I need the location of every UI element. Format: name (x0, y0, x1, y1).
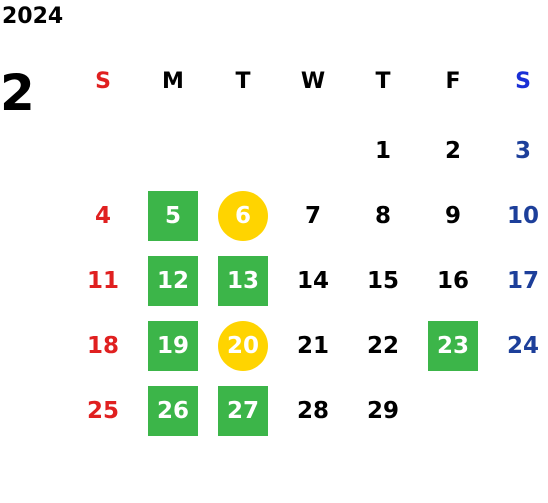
week-row: 1 2 3 (68, 126, 548, 176)
day-cell[interactable]: 14 (278, 256, 348, 306)
day-number: 28 (296, 398, 329, 424)
day-number: 8 (374, 203, 391, 229)
weekday-wednesday: W (300, 68, 326, 94)
day-number: 17 (506, 268, 539, 294)
day-number: 29 (366, 398, 399, 424)
day-number: 11 (86, 268, 119, 294)
day-number: 1 (374, 138, 391, 164)
day-number: 2 (444, 138, 461, 164)
day-cell[interactable]: 2 (418, 126, 488, 176)
day-number: 6 (234, 203, 251, 229)
day-number: 25 (86, 398, 119, 424)
day-cell[interactable]: 24 (488, 321, 548, 371)
day-number: 3 (514, 138, 531, 164)
green-square-marker (148, 321, 198, 371)
week-row: 18 19 20 21 22 23 24 (68, 321, 548, 371)
day-number: 4 (94, 203, 111, 229)
day-number: 26 (156, 398, 189, 424)
day-cell[interactable]: 20 (208, 321, 278, 371)
day-number: 23 (436, 333, 469, 359)
green-square-marker (218, 256, 268, 306)
weekday-friday: F (445, 68, 461, 94)
green-square-marker (218, 386, 268, 436)
day-cell (418, 386, 488, 436)
day-cell[interactable]: 18 (68, 321, 138, 371)
day-cell[interactable]: 27 (208, 386, 278, 436)
weekday-tuesday: T (235, 68, 251, 94)
day-number: 12 (156, 268, 189, 294)
day-number: 14 (296, 268, 329, 294)
day-cell (278, 126, 348, 176)
day-number: 20 (226, 333, 259, 359)
weekday-header-row: S M T W T F S (68, 56, 548, 106)
weekday-sunday: S (95, 68, 111, 94)
day-cell[interactable]: 13 (208, 256, 278, 306)
day-cell[interactable]: 23 (418, 321, 488, 371)
day-cell[interactable]: 22 (348, 321, 418, 371)
day-number: 22 (366, 333, 399, 359)
day-cell[interactable]: 26 (138, 386, 208, 436)
day-number: 16 (436, 268, 469, 294)
day-cell (488, 386, 548, 436)
green-square-marker (148, 386, 198, 436)
week-row: 4 5 6 7 8 9 10 (68, 191, 548, 241)
day-cell[interactable]: 29 (348, 386, 418, 436)
day-number: 24 (506, 333, 539, 359)
day-cell[interactable]: 25 (68, 386, 138, 436)
day-number: 10 (506, 203, 539, 229)
day-cell[interactable]: 16 (418, 256, 488, 306)
day-cell (68, 126, 138, 176)
day-cell[interactable]: 11 (68, 256, 138, 306)
day-number: 9 (444, 203, 461, 229)
day-cell[interactable]: 15 (348, 256, 418, 306)
green-square-marker (148, 256, 198, 306)
day-cell[interactable]: 1 (348, 126, 418, 176)
day-cell[interactable]: 8 (348, 191, 418, 241)
day-cell[interactable]: 17 (488, 256, 548, 306)
day-cell[interactable]: 9 (418, 191, 488, 241)
weekday-monday: M (162, 68, 184, 94)
month-label: 2 (0, 64, 35, 122)
yellow-circle-marker (218, 321, 268, 371)
weekday-thursday: T (375, 68, 391, 94)
day-cell[interactable]: 28 (278, 386, 348, 436)
day-number: 27 (226, 398, 259, 424)
day-number: 7 (304, 203, 321, 229)
day-cell[interactable]: 12 (138, 256, 208, 306)
week-row: 11 12 13 14 15 16 17 (68, 256, 548, 306)
yellow-circle-marker (218, 191, 268, 241)
day-cell[interactable]: 6 (208, 191, 278, 241)
day-cell[interactable]: 10 (488, 191, 548, 241)
day-number: 19 (156, 333, 189, 359)
day-cell[interactable]: 4 (68, 191, 138, 241)
day-cell[interactable]: 7 (278, 191, 348, 241)
week-row: 25 26 27 28 29 (68, 386, 548, 436)
day-cell[interactable]: 21 (278, 321, 348, 371)
day-number: 21 (296, 333, 329, 359)
day-cell (208, 126, 278, 176)
day-cell (138, 126, 208, 176)
weekday-saturday: S (515, 68, 531, 94)
day-cell[interactable]: 19 (138, 321, 208, 371)
day-number: 15 (366, 268, 399, 294)
green-square-marker (428, 321, 478, 371)
green-square-marker (148, 191, 198, 241)
day-cell[interactable]: 3 (488, 126, 548, 176)
day-number: 18 (86, 333, 119, 359)
day-number: 13 (226, 268, 259, 294)
day-cell[interactable]: 5 (138, 191, 208, 241)
day-number: 5 (164, 203, 181, 229)
year-label: 2024 (2, 4, 64, 29)
